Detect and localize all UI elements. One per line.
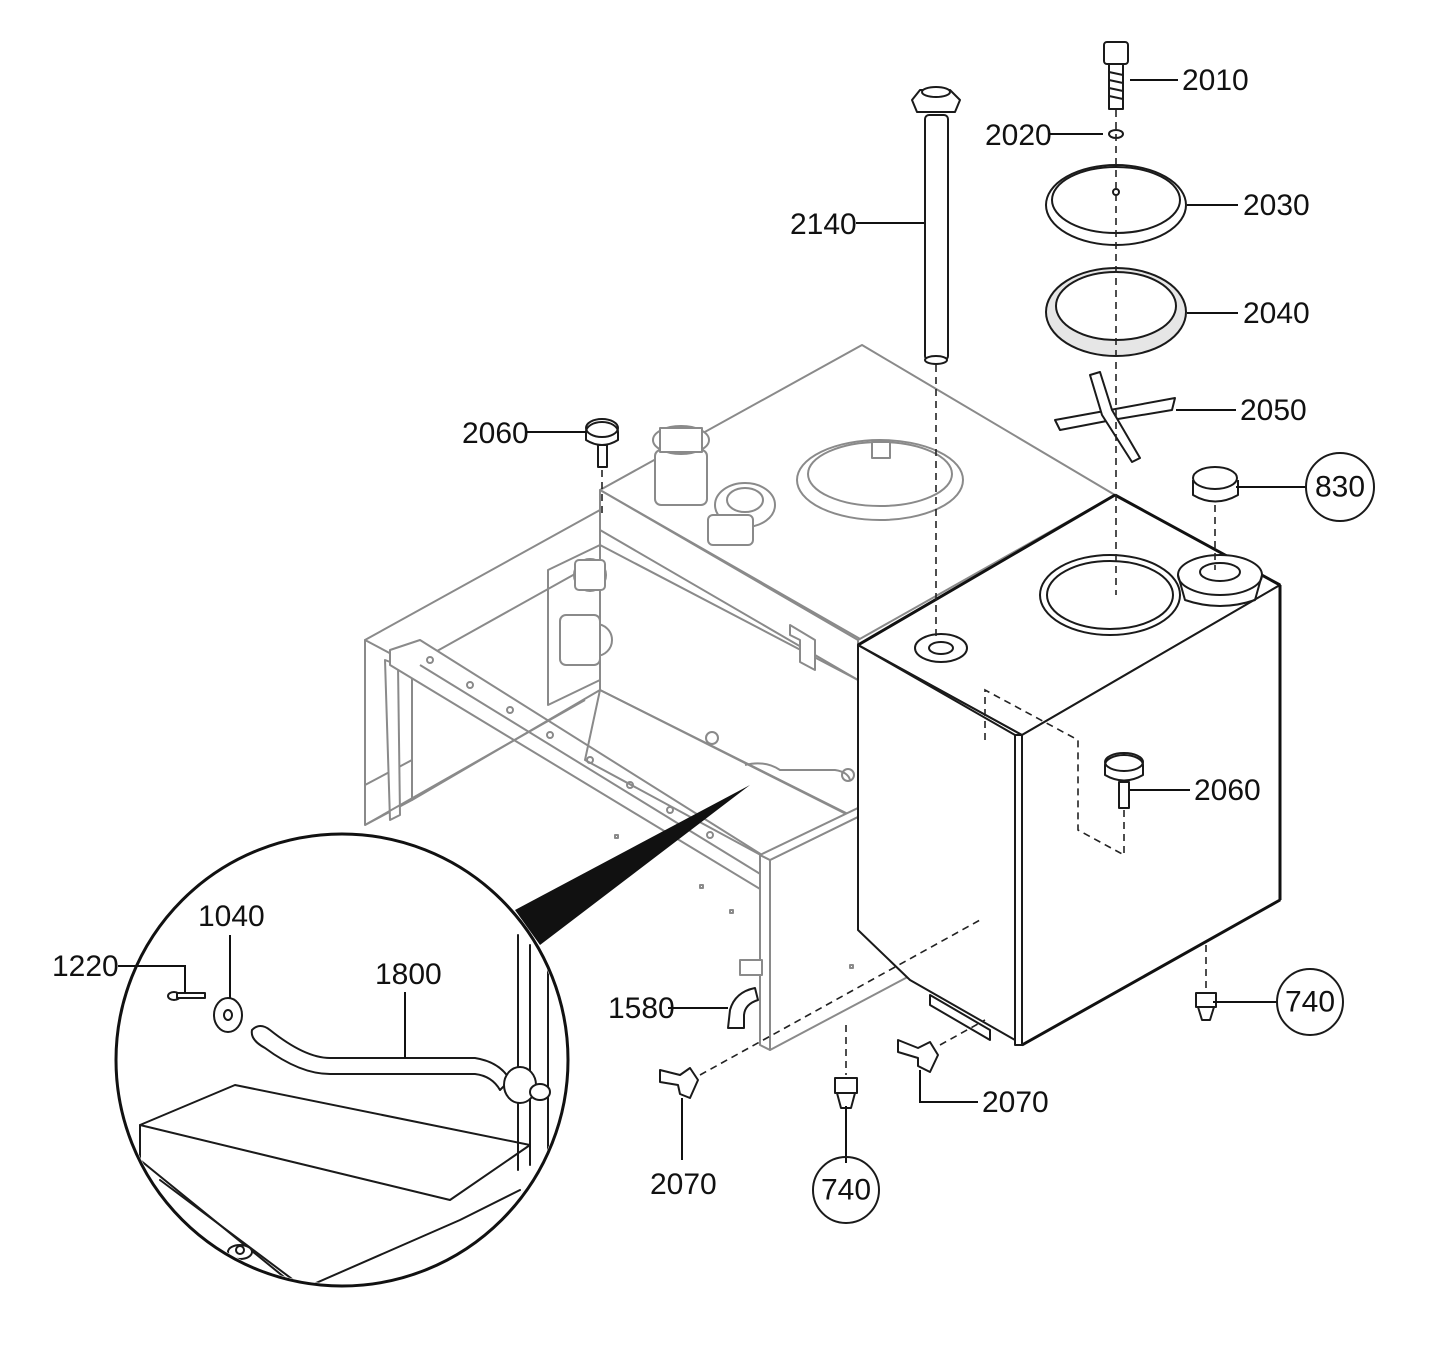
- label-2060-right: 2060: [1194, 774, 1261, 807]
- label-1220: 1220: [52, 950, 119, 983]
- part-2070-fitting-right: [897, 1039, 939, 1073]
- detail-magnifier: [114, 785, 750, 1288]
- label-2140: 2140: [790, 208, 857, 241]
- label-830: 830: [1315, 471, 1365, 504]
- leader-lines: [118, 79, 1306, 1163]
- callout-circle-740-right: [1276, 968, 1344, 1036]
- label-740-right: 740: [1285, 986, 1335, 1019]
- callout-circle-830: [1305, 452, 1375, 522]
- part-2140-tube: [911, 86, 961, 365]
- part-830-cap: [1192, 466, 1239, 503]
- label-2060-top: 2060: [462, 417, 529, 450]
- label-1800: 1800: [375, 958, 442, 991]
- label-2020: 2020: [985, 119, 1052, 152]
- label-2040: 2040: [1243, 297, 1310, 330]
- part-2070-fitting-left: [659, 1067, 699, 1099]
- callout-circle-740-bottom: [812, 1156, 880, 1224]
- part-1580-elbow: [727, 987, 759, 1029]
- main-tank: [857, 493, 1282, 1047]
- part-740-plug-right: [1195, 992, 1217, 1021]
- label-2050: 2050: [1240, 394, 1307, 427]
- part-740-plug-bottom: [834, 1077, 858, 1109]
- label-2010: 2010: [1182, 64, 1249, 97]
- label-1580: 1580: [608, 992, 675, 1025]
- label-740-bottom: 740: [821, 1174, 871, 1207]
- part-2010-bolt: [1103, 41, 1129, 110]
- label-1040: 1040: [198, 900, 265, 933]
- part-2060-knob-right: [1104, 752, 1144, 809]
- label-2030: 2030: [1243, 189, 1310, 222]
- label-2070-right: 2070: [982, 1086, 1049, 1119]
- assembly-lines: [601, 110, 1216, 1076]
- label-2070-left: 2070: [650, 1168, 717, 1201]
- part-2060-knob-top: [585, 418, 619, 468]
- part-2050-baffle: [1054, 371, 1176, 463]
